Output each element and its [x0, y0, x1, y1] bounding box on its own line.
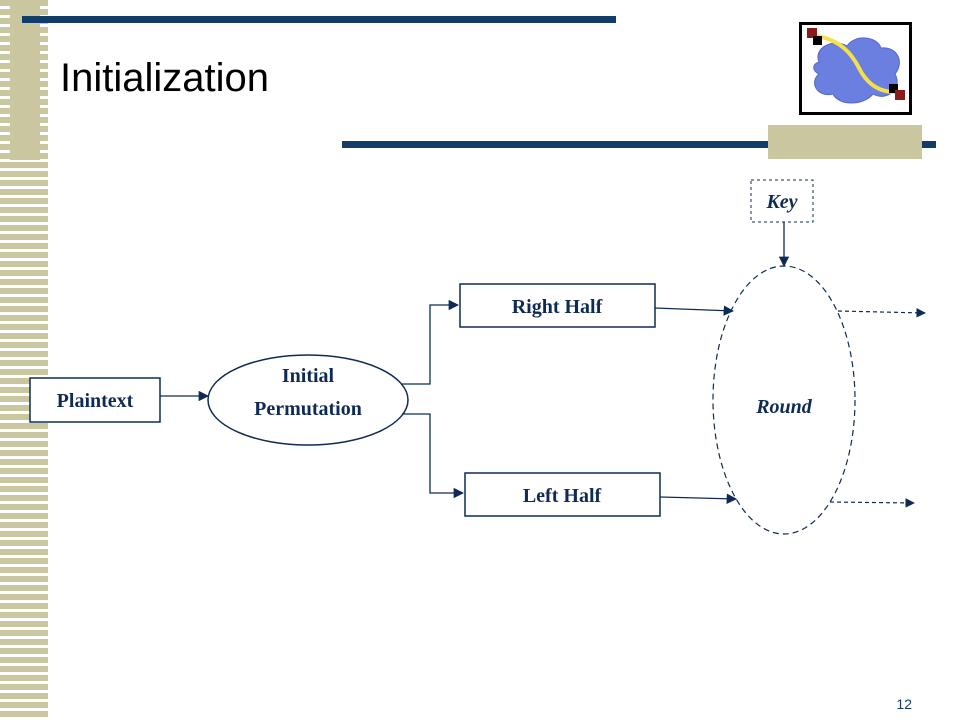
edge-permutation-to-right-half	[402, 299, 460, 385]
edge-left-half-to-round	[659, 493, 738, 504]
left-half-node: Left Half	[464, 472, 661, 517]
edge-round-right-output	[837, 308, 926, 318]
header-rule-top	[22, 16, 616, 23]
initial-permutation-node: Initial Permutation	[207, 354, 409, 446]
initial-permutation-label-line2: Permutation	[254, 398, 362, 420]
edge-permutation-to-left-half	[402, 413, 465, 499]
network-cloud-logo-icon	[799, 22, 912, 115]
slide-title: Initialization	[60, 56, 270, 100]
key-label: Key	[765, 191, 797, 213]
round-node: Round	[712, 265, 856, 535]
edge-right-half-to-round	[654, 305, 735, 316]
key-node: Key	[750, 179, 814, 223]
page-number: 12	[896, 696, 912, 712]
initial-permutation-label-line1: Initial	[282, 365, 335, 387]
right-half-label: Right Half	[512, 296, 603, 318]
decorative-block	[768, 125, 922, 159]
left-half-label: Left Half	[523, 485, 602, 507]
plaintext-label: Plaintext	[57, 390, 134, 412]
header-rule-bottom	[342, 141, 936, 148]
right-half-node: Right Half	[459, 283, 656, 328]
round-label: Round	[755, 396, 813, 418]
decorative-stripe-solid	[10, 0, 40, 160]
edge-round-left-output	[829, 498, 915, 508]
plaintext-node: Plaintext	[29, 377, 161, 423]
